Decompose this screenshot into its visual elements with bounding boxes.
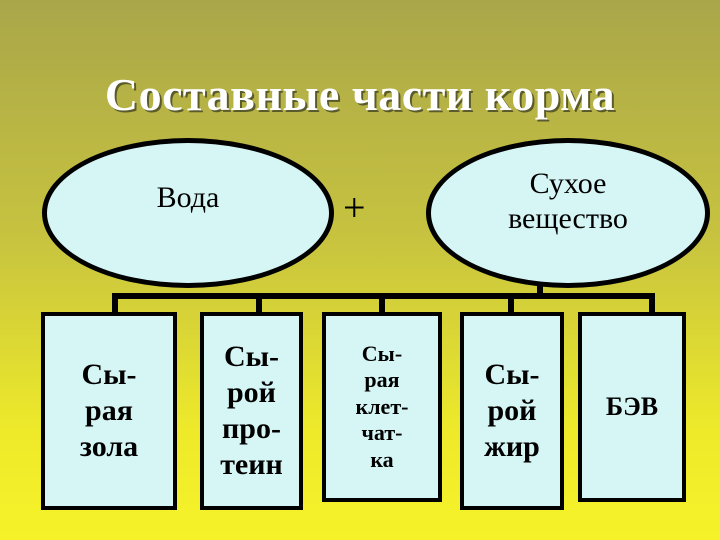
- slide-title: Составные части корма: [104, 69, 616, 120]
- connector-drop-2: [256, 293, 262, 313]
- water-ellipse: Вода: [42, 138, 334, 288]
- connector-drop-5: [649, 293, 655, 318]
- component-label-nfe: БЭВ: [605, 392, 659, 422]
- component-box-ash: Сы- рая зола: [41, 312, 177, 510]
- connector-vertical-dry: [537, 286, 543, 298]
- dry-matter-ellipse: Сухое вещество: [426, 138, 710, 288]
- connector-drop-1: [112, 293, 118, 313]
- component-label-ash: Сы- рая зола: [79, 358, 139, 463]
- component-box-fat: Сы- рой жир: [460, 312, 564, 510]
- component-label-fat: Сы- рой жир: [484, 358, 540, 463]
- plus-sign: +: [343, 185, 366, 230]
- component-label-protein: Сы- рой про- теин: [220, 340, 283, 481]
- water-label: Вода: [156, 181, 220, 214]
- dry-matter-label: Сухое вещество: [508, 167, 628, 235]
- connector-drop-3: [379, 293, 385, 313]
- component-label-fiber: Сы- рая клет- чат- ка: [355, 341, 409, 472]
- component-box-nfe: БЭВ: [578, 312, 686, 502]
- component-box-fiber: Сы- рая клет- чат- ка: [322, 312, 442, 502]
- component-box-protein: Сы- рой про- теин: [200, 312, 303, 510]
- connector-drop-4: [508, 293, 514, 313]
